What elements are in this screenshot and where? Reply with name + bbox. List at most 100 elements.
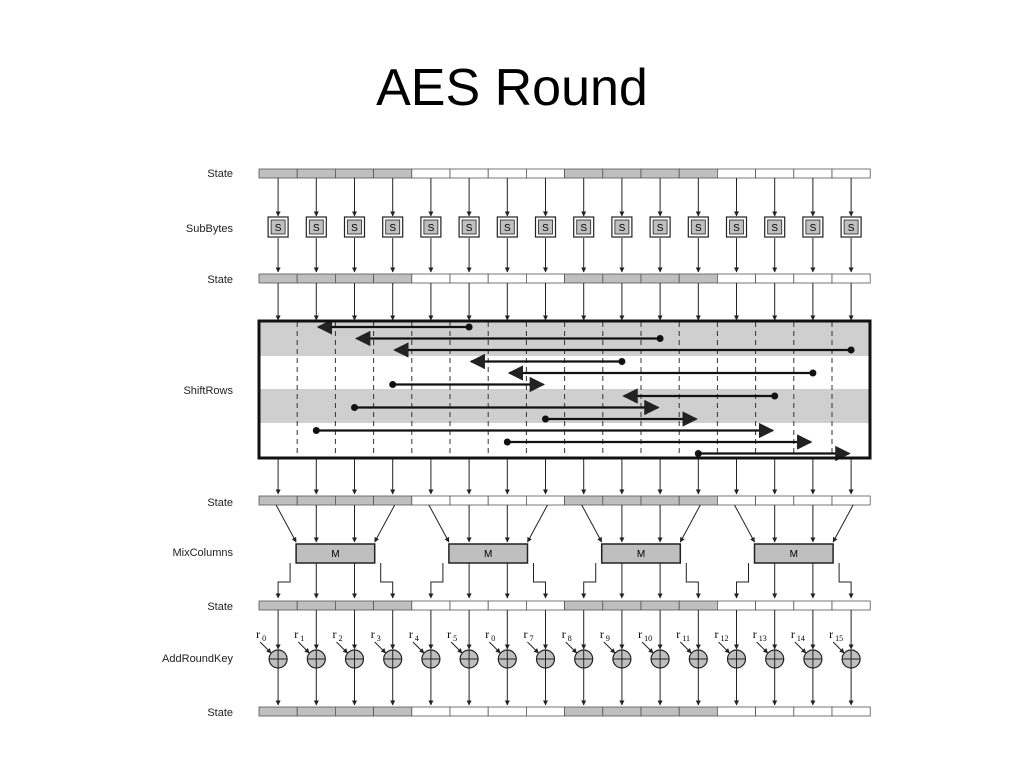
connector-line bbox=[275, 504, 297, 543]
round-key-subscript: 4 bbox=[415, 634, 419, 643]
label-state-2: State bbox=[207, 274, 233, 286]
label-state-5: State bbox=[207, 707, 233, 719]
round-key-subscript: 8 bbox=[568, 634, 572, 643]
round-key-subscript: 15 bbox=[835, 634, 843, 643]
shiftrows-arrows bbox=[312, 319, 855, 462]
state-cell bbox=[411, 495, 451, 506]
connector-line bbox=[685, 563, 701, 599]
key-arrow bbox=[450, 641, 463, 654]
sbox bbox=[461, 219, 477, 235]
state-cell bbox=[678, 168, 718, 179]
sbox-label: S bbox=[428, 223, 435, 234]
sbox bbox=[843, 219, 859, 235]
state-cell bbox=[526, 600, 566, 611]
state-cell bbox=[296, 168, 336, 179]
round-key-label: r bbox=[524, 627, 528, 641]
round-key-label: r bbox=[294, 627, 298, 641]
state-cell bbox=[449, 706, 489, 717]
round-key-label: r bbox=[256, 627, 260, 641]
mix-box bbox=[753, 543, 834, 564]
sbox-label: S bbox=[848, 223, 855, 234]
state-cell bbox=[678, 495, 718, 506]
key-arrow bbox=[641, 641, 654, 654]
state-cell bbox=[258, 706, 298, 717]
label-shiftrows: ShiftRows bbox=[183, 385, 233, 397]
state-cell bbox=[526, 706, 566, 717]
state-cell bbox=[258, 495, 298, 506]
round-key-label: r bbox=[753, 627, 757, 641]
round-key-subscript: 1 bbox=[300, 634, 304, 643]
state-cell bbox=[258, 600, 298, 611]
key-arrow bbox=[488, 641, 501, 654]
state-cell bbox=[449, 600, 489, 611]
state-cell bbox=[640, 495, 680, 506]
state-cell bbox=[831, 600, 871, 611]
sbox bbox=[347, 219, 362, 235]
sbox-label: S bbox=[695, 223, 702, 234]
key-arrow bbox=[527, 641, 539, 654]
state-cell bbox=[793, 495, 833, 506]
round-key-label: r bbox=[829, 627, 833, 641]
connector-line bbox=[679, 504, 701, 543]
round-key-subscript: 0 bbox=[491, 634, 495, 643]
sbox bbox=[652, 219, 668, 235]
sbox-label: S bbox=[389, 223, 396, 234]
round-key-label: r bbox=[447, 627, 451, 641]
state-cell bbox=[793, 168, 833, 179]
connector-line bbox=[533, 563, 548, 599]
sbox-label: S bbox=[657, 223, 664, 234]
state-cell bbox=[717, 706, 757, 717]
state-cell bbox=[831, 706, 871, 717]
state-cell bbox=[755, 495, 795, 506]
sbox-label: S bbox=[542, 223, 549, 234]
state-cell bbox=[831, 273, 871, 284]
state-cell bbox=[449, 168, 489, 179]
sbox bbox=[499, 219, 515, 235]
key-arrow bbox=[679, 641, 692, 654]
sbox bbox=[385, 219, 401, 235]
state-cell bbox=[296, 600, 336, 611]
row-labels: State SubBytes State ShiftRows State Mix… bbox=[162, 168, 233, 719]
round-key-label: r bbox=[485, 627, 489, 641]
state-cell bbox=[793, 600, 833, 611]
state-cell bbox=[602, 706, 642, 717]
round-key-subscript: 9 bbox=[606, 634, 610, 643]
connector-line bbox=[581, 504, 603, 543]
round-key-label: r bbox=[715, 627, 719, 641]
round-key-subscript: 14 bbox=[797, 634, 805, 643]
shiftrows-column-dividers bbox=[296, 322, 833, 457]
state-bar-1 bbox=[258, 168, 871, 179]
state-cell bbox=[640, 273, 680, 284]
state-bar-5 bbox=[258, 706, 871, 717]
sbox-label: S bbox=[733, 223, 740, 234]
state-cell bbox=[640, 706, 680, 717]
key-arrow bbox=[336, 641, 348, 654]
round-key-label: r bbox=[676, 627, 680, 641]
round-key-subscript: 13 bbox=[759, 634, 767, 643]
state-cell bbox=[640, 600, 680, 611]
state-cell bbox=[755, 600, 795, 611]
sbox-label: S bbox=[351, 223, 358, 234]
state-cell bbox=[831, 168, 871, 179]
slide-title: AES Round bbox=[376, 59, 648, 117]
sbox bbox=[308, 219, 324, 235]
mix-label: M bbox=[484, 549, 492, 560]
state-cell bbox=[258, 168, 298, 179]
state-cell bbox=[678, 273, 718, 284]
state-cell bbox=[717, 495, 757, 506]
connector-line bbox=[428, 563, 444, 599]
sbox bbox=[614, 219, 630, 235]
round-key-subscript: 12 bbox=[721, 634, 729, 643]
sbox bbox=[576, 219, 592, 235]
round-key-label: r bbox=[409, 627, 413, 641]
state-cell bbox=[564, 273, 604, 284]
key-arrow bbox=[603, 641, 616, 654]
sbox bbox=[423, 219, 439, 235]
state-cell bbox=[564, 706, 604, 717]
round-key-label: r bbox=[371, 627, 375, 641]
sbox bbox=[729, 219, 744, 235]
key-arrow bbox=[565, 641, 578, 654]
state-cell bbox=[373, 495, 413, 506]
sbox bbox=[690, 219, 706, 235]
